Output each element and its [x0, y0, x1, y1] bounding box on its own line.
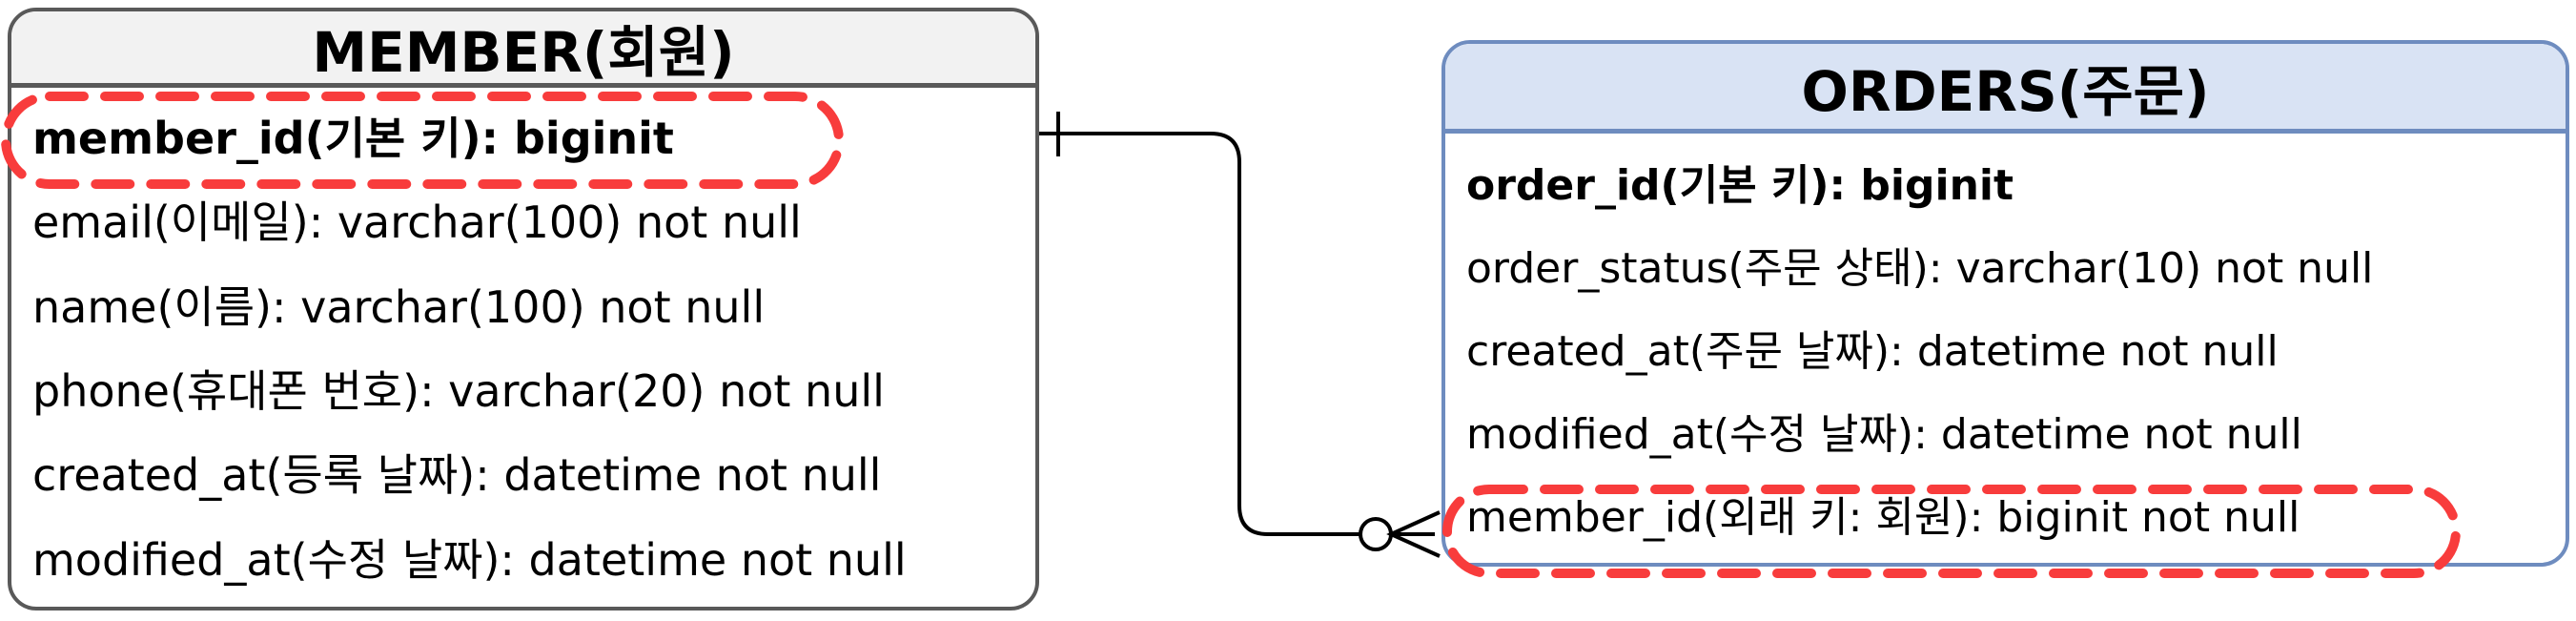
- member-table: MEMBER(회원) member_id(기본 키): biginit emai…: [8, 8, 1039, 611]
- zero-or-many-cardinality-icon: [1359, 510, 1441, 558]
- member-row-email-text: email(이메일): varchar(100) not null: [32, 197, 802, 249]
- member-row-created-at: created_at(등록 날짜): datetime not null: [11, 430, 1035, 514]
- member-row-member-id: member_id(기본 키): biginit: [11, 93, 1035, 177]
- orders-table-title: ORDERS(주문): [1445, 44, 2566, 134]
- orders-row-order-status-text: order_status(주문 상태): varchar(10) not nul…: [1466, 243, 2374, 293]
- orders-table-body: order_id(기본 키): biginit order_status(주문 …: [1445, 134, 2566, 563]
- orders-table: ORDERS(주문) order_id(기본 키): biginit order…: [1441, 40, 2569, 567]
- member-row-email: email(이메일): varchar(100) not null: [11, 177, 1035, 261]
- orders-row-modified-at-text: modified_at(수정 날짜): datetime not null: [1466, 410, 2302, 460]
- orders-row-order-status: order_status(주문 상태): varchar(10) not nul…: [1445, 222, 2566, 305]
- orders-row-member-id-fk: member_id(외래 키: 회원): biginit not null: [1445, 472, 2566, 555]
- member-row-phone-text: phone(휴대폰 번호): varchar(20) not null: [32, 365, 885, 418]
- orders-row-order-id-text: order_id(기본 키): biginit: [1466, 160, 2014, 210]
- orders-row-order-id: order_id(기본 키): biginit: [1445, 139, 2566, 222]
- member-row-created-at-text: created_at(등록 날짜): datetime not null: [32, 449, 882, 502]
- member-row-phone: phone(휴대폰 번호): varchar(20) not null: [11, 346, 1035, 430]
- orders-row-created-at: created_at(주문 날짜): datetime not null: [1445, 305, 2566, 388]
- member-row-modified-at: modified_at(수정 날짜): datetime not null: [11, 515, 1035, 599]
- member-row-name-text: name(이름): varchar(100) not null: [32, 280, 766, 333]
- orders-row-modified-at: modified_at(수정 날짜): datetime not null: [1445, 389, 2566, 472]
- orders-row-created-at-text: created_at(주문 날짜): datetime not null: [1466, 327, 2279, 376]
- relationship-line: [1039, 132, 1360, 536]
- member-row-modified-at-text: modified_at(수정 날짜): datetime not null: [32, 533, 907, 586]
- member-row-name: name(이름): varchar(100) not null: [11, 262, 1035, 346]
- member-table-title: MEMBER(회원): [11, 11, 1035, 88]
- member-table-body: member_id(기본 키): biginit email(이메일): var…: [11, 88, 1035, 607]
- orders-row-member-id-fk-text: member_id(외래 키: 회원): biginit not null: [1466, 493, 2300, 543]
- member-row-member-id-text: member_id(기본 키): biginit: [32, 113, 674, 165]
